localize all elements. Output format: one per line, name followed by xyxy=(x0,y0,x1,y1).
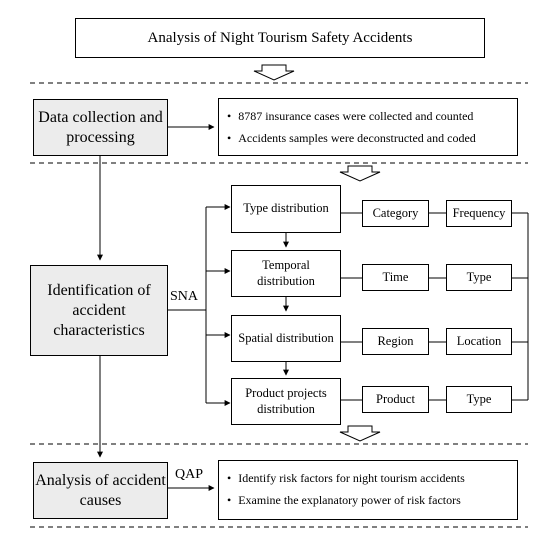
collection-points-box: 8787 insurance cases were collected and … xyxy=(218,98,518,156)
product-box: Product xyxy=(362,386,429,413)
spatial-distribution-box: Spatial distribution xyxy=(231,315,341,362)
type-distribution-box: Type distribution xyxy=(231,185,341,233)
temporal-distribution-box: Temporal distribution xyxy=(231,250,341,297)
temporal-type-box: Type xyxy=(446,264,512,291)
hollow-arrow-3 xyxy=(339,425,381,442)
diagram-title: Analysis of Night Tourism Safety Acciden… xyxy=(75,18,485,58)
sna-label: SNA xyxy=(170,289,199,304)
accident-causes-box: Analysis of accident causes xyxy=(33,462,168,519)
frequency-box: Frequency xyxy=(446,200,512,227)
product-type-box: Type xyxy=(446,386,512,413)
hollow-arrow-2 xyxy=(339,165,381,182)
qap-label: QAP xyxy=(175,467,204,482)
causes-point-1: Identify risk factors for night tourism … xyxy=(227,467,517,489)
region-box: Region xyxy=(362,328,429,355)
hollow-arrow-1 xyxy=(253,64,295,81)
time-box: Time xyxy=(362,264,429,291)
collection-point-2: Accidents samples were deconstructed and… xyxy=(227,127,517,149)
product-distribution-box: Product projects distribution xyxy=(231,378,341,425)
causes-points-box: Identify risk factors for night tourism … xyxy=(218,460,518,520)
collection-point-1: 8787 insurance cases were collected and … xyxy=(227,105,517,127)
identification-box: Identification of accident characteristi… xyxy=(30,265,168,356)
data-collection-box: Data collection and processing xyxy=(33,99,168,156)
category-box: Category xyxy=(362,200,429,227)
causes-point-2: Examine the explanatory power of risk fa… xyxy=(227,489,517,511)
location-box: Location xyxy=(446,328,512,355)
